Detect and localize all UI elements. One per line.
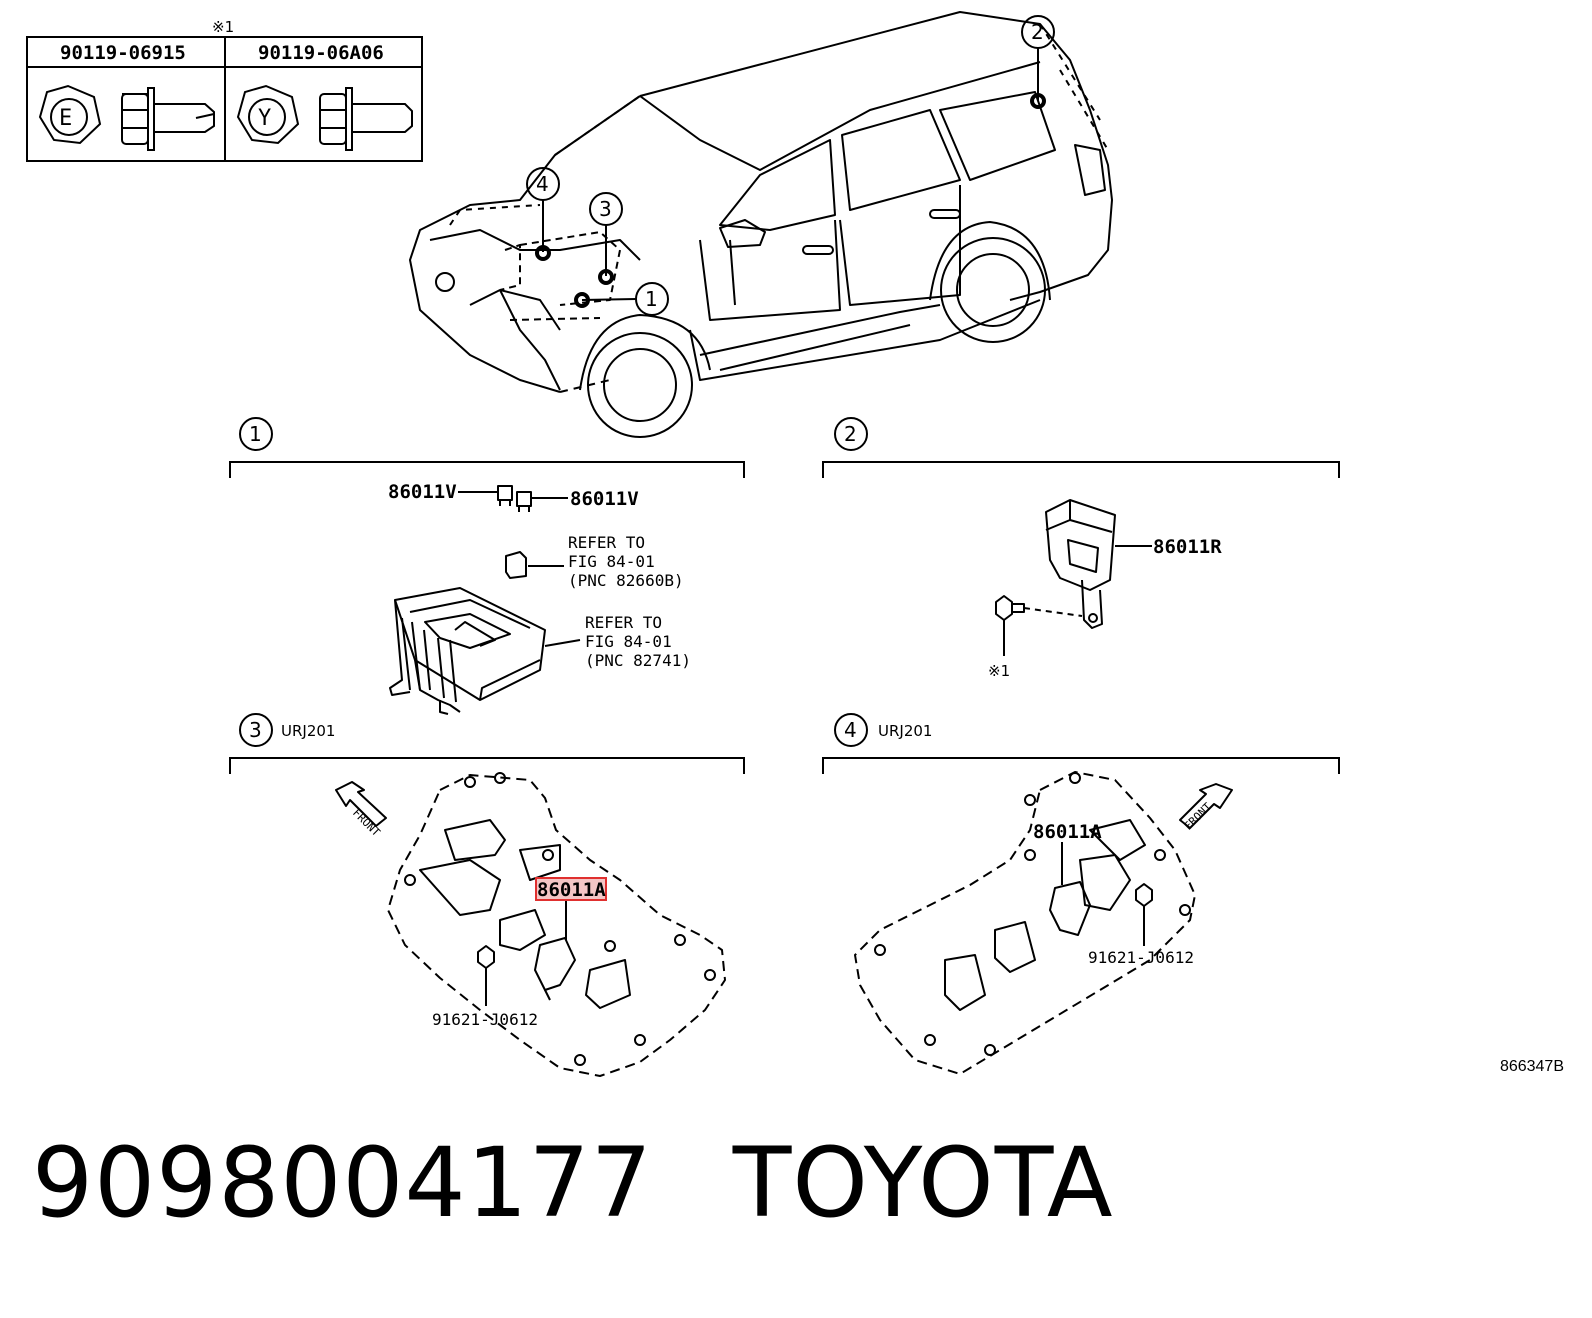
section-4-number: 4	[844, 718, 857, 742]
footer-brand: TOYOTA	[732, 1127, 1114, 1239]
ref2-line1: REFER TO	[585, 613, 662, 632]
callout-4	[526, 167, 560, 261]
section-3-variant: URJ201	[281, 722, 335, 740]
callout-2	[1021, 15, 1055, 109]
callout-2-number: 2	[1031, 20, 1044, 44]
ref2-line2: FIG 84-01	[585, 632, 672, 651]
callout-1-number: 1	[645, 287, 658, 311]
callout-4-number: 4	[536, 172, 549, 196]
callout-1	[574, 282, 669, 316]
ref1-line1: REFER TO	[568, 533, 645, 552]
bolt-y-icon	[236, 84, 413, 151]
section-2-note-mark: ※1	[988, 662, 1010, 680]
relay-right-label: 86011V	[570, 488, 639, 510]
ref1-line3: (PNC 82660B)	[568, 571, 684, 590]
legend-letter-y: Y	[258, 106, 271, 131]
section-brackets	[229, 417, 1340, 774]
section-1-number: 1	[249, 422, 262, 446]
callout-3-number: 3	[599, 197, 612, 221]
ref2-line3: (PNC 82741)	[585, 651, 691, 670]
relay-module-drawing	[995, 499, 1152, 656]
bolt-e-icon	[38, 84, 215, 151]
callout-3	[589, 192, 623, 285]
legend-letter-e: E	[59, 106, 72, 131]
knock-sensor-left-label[interactable]: 86011A	[537, 879, 606, 901]
engine-left-drawing	[335, 772, 726, 1077]
relay-left-label: 86011V	[388, 481, 457, 503]
bolt-right-label: 91621-J0612	[1088, 948, 1194, 967]
section-3-number: 3	[249, 718, 262, 742]
legend-part-y: 90119-06A06	[258, 42, 384, 64]
relay-module-label: 86011R	[1153, 536, 1222, 558]
front-arrow-label-right: FRONT	[1182, 800, 1215, 833]
section-4-variant: URJ201	[878, 722, 932, 740]
figure-code: 866347B	[1499, 1058, 1564, 1075]
legend-part-e: 90119-06915	[60, 42, 186, 64]
bolt-left-label: 91621-J0612	[432, 1010, 538, 1029]
section-2-number: 2	[844, 422, 857, 446]
relay-block-drawing	[389, 485, 581, 715]
bolt-legend-table	[26, 36, 423, 162]
knock-sensor-right-label: 86011A	[1033, 821, 1102, 843]
legend-note-mark: ※1	[212, 18, 234, 36]
footer-part-number: 9098004177	[32, 1127, 653, 1239]
engine-right-drawing	[854, 771, 1233, 1075]
ref1-line2: FIG 84-01	[568, 552, 655, 571]
highlighted-part-box[interactable]	[535, 877, 607, 901]
vehicle-illustration	[409, 11, 1113, 438]
